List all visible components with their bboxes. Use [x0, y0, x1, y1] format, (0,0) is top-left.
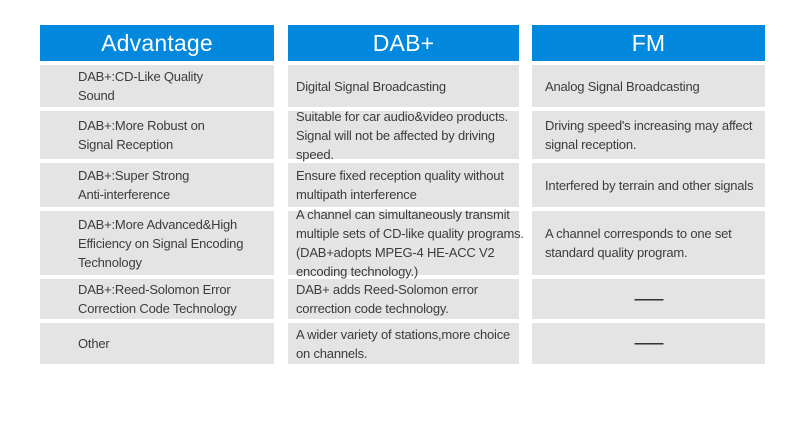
cell-dab-row2: Suitable for car audio&video products. S…: [288, 109, 519, 162]
cell-advantage-row6: Other: [40, 323, 274, 364]
cell-dab-row4: A channel can simultaneously transmit mu…: [288, 207, 524, 279]
cell-dab-row3: Ensure fixed reception quality without m…: [288, 163, 519, 207]
cell-fm-row1: Analog Signal Broadcasting: [532, 65, 765, 107]
cell-dab-row5: DAB+ adds Reed-Solomon error correction …: [288, 279, 519, 319]
cell-advantage-row3: DAB+:Super Strong Anti-interference: [40, 163, 274, 207]
cell-dab-row6: A wider variety of stations,more choice …: [288, 323, 519, 364]
column-advantage: Advantage DAB+:CD-Like Quality Sound DAB…: [40, 25, 274, 364]
cell-fm-row6-dash: ——: [532, 323, 765, 364]
cell-fm-row3: Interfered by terrain and other signals: [532, 163, 765, 207]
cell-advantage-row2: DAB+:More Robust on Signal Reception: [40, 111, 274, 159]
cell-fm-row5-dash: ——: [532, 279, 765, 319]
cell-fm-row2: Driving speed's increasing may affect si…: [532, 111, 765, 159]
column-header-fm: FM: [532, 25, 765, 61]
cell-advantage-row5: DAB+:Reed-Solomon Error Correction Code …: [40, 279, 274, 319]
cell-advantage-row1: DAB+:CD-Like Quality Sound: [40, 65, 274, 107]
cell-dab-row1: Digital Signal Broadcasting: [288, 65, 519, 107]
column-fm: FM Analog Signal Broadcasting Driving sp…: [532, 25, 765, 364]
column-header-dab-plus: DAB+: [288, 25, 519, 61]
cell-fm-row4: A channel corresponds to one set standar…: [532, 211, 765, 275]
column-dab-plus: DAB+ Digital Signal Broadcasting Suitabl…: [288, 25, 524, 364]
column-header-advantage: Advantage: [40, 25, 274, 61]
cell-advantage-row4: DAB+:More Advanced&High Efficiency on Si…: [40, 211, 274, 275]
